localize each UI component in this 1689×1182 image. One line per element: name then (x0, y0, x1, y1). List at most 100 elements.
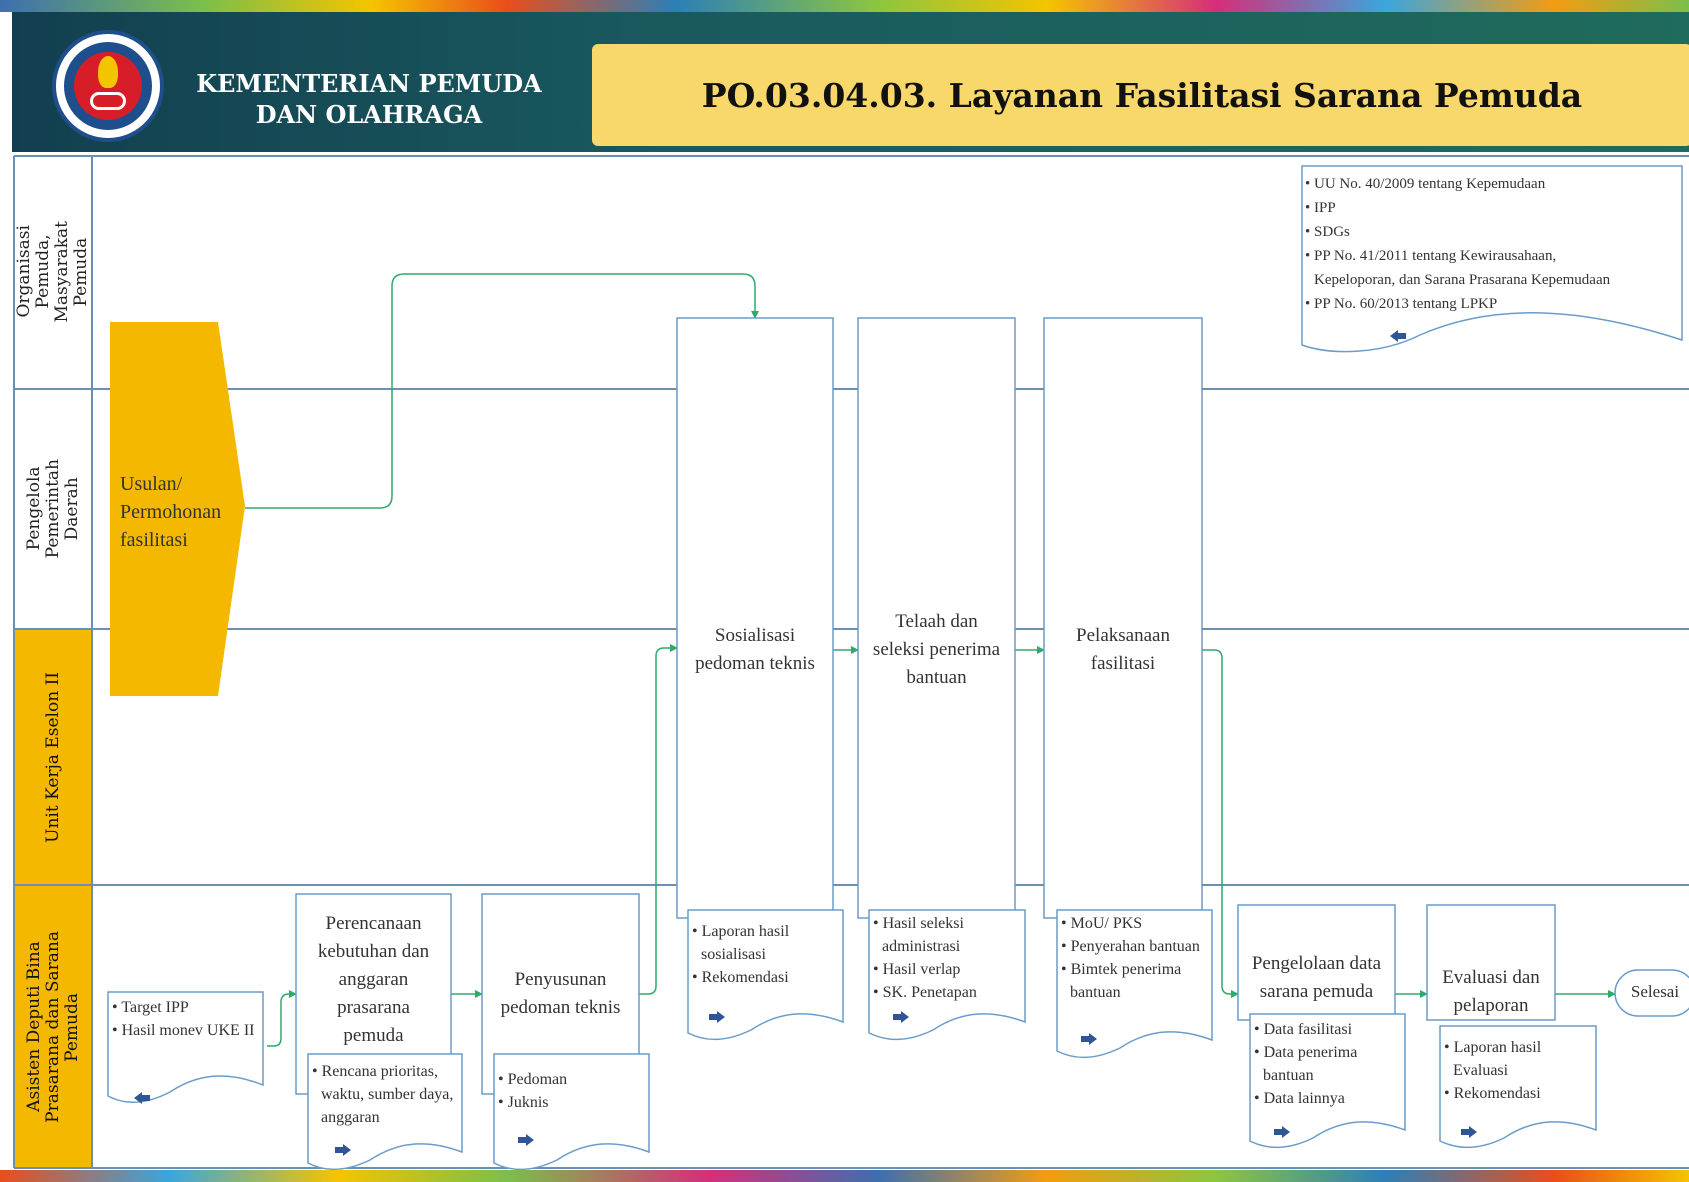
top-color-stripe (0, 0, 1689, 12)
ministry-logo (52, 30, 164, 142)
doc-rencana-text: • Rencana prioritas, waktu, sumber daya,… (312, 1063, 454, 1126)
doc-rencana (307, 1053, 463, 1171)
label-line: pemuda (343, 1025, 404, 1046)
arrow-right-icon (1461, 1126, 1477, 1138)
process-pelaksanaan (1043, 317, 1203, 919)
connectors (245, 273, 1616, 1047)
arrow-left-icon (1390, 330, 1406, 342)
ministry-name: KEMENTERIAN PEMUDA DAN OLAHRAGA (184, 68, 554, 130)
document-shapes (107, 165, 1683, 1171)
ministry-name-line1: KEMENTERIAN PEMUDA (196, 69, 542, 98)
doc-item: Juknis (507, 1094, 549, 1111)
label-line: seleksi penerima (872, 639, 1001, 660)
doc-item: PP No. 41/2011 tentang Kewirausahaan, (1314, 248, 1557, 264)
start-label-line: fasilitasi (120, 529, 188, 551)
page-title: PO.03.04.03. Layanan Fasilitasi Sarana P… (701, 75, 1583, 115)
doc-item: UU No. 40/2009 tentang Kepemudaan (1314, 176, 1546, 192)
arrow-right-icon (518, 1134, 534, 1146)
process-penyusunan-label: Penyusunan pedoman teknis (482, 966, 639, 1022)
label-line: pedoman teknis (695, 653, 815, 674)
doc-laporan-evaluasi-text: • Laporan hasil Evaluasi • Rekomendasi (1444, 1039, 1542, 1102)
doc-item: Hasil verlap (882, 961, 961, 978)
doc-item: Penyerahan bantuan (1070, 938, 1200, 955)
flame-icon (98, 56, 118, 88)
doc-item: Data penerima bantuan (1263, 1044, 1358, 1084)
process-telaah-label: Telaah dan seleksi penerima bantuan (858, 608, 1015, 692)
doc-item: SDGs (1314, 224, 1350, 240)
arrow-right-icon (709, 1011, 725, 1023)
arrow-right-icon (1274, 1126, 1290, 1138)
arrow-right-icon (335, 1144, 351, 1156)
doc-item: Rekomendasi (1453, 1085, 1541, 1102)
doc-item: PP No. 60/2013 tentang LPKP (1314, 296, 1498, 312)
doc-item: SK. Penetapan (882, 984, 977, 1001)
doc-input-text: • Target IPP • Hasil monev UKE II (112, 999, 255, 1039)
label-line: Telaah dan (895, 611, 978, 632)
doc-item: Laporan hasil sosialisasi (701, 923, 790, 963)
doc-item: Data fasilitasi (1263, 1021, 1353, 1038)
lane-label-unit-kerja: Unit Kerja Eselon II (14, 630, 92, 884)
process-sosialisasi-label: Sosialisasi pedoman teknis (677, 622, 833, 678)
title-box: PO.03.04.03. Layanan Fasilitasi Sarana P… (592, 44, 1689, 146)
doc-input (107, 991, 264, 1104)
label-line: fasilitasi (1090, 653, 1156, 674)
process-telaah (857, 317, 1016, 919)
label-line: bantuan (906, 667, 967, 688)
doc-item: MoU/ PKS (1070, 915, 1143, 932)
doc-data-text: • Data fasilitasi • Data penerima bantua… (1254, 1021, 1358, 1107)
doc-hasil-seleksi (868, 909, 1026, 1041)
process-pelaksanaan-label: Pelaksanaan fasilitasi (1044, 622, 1202, 678)
process-sosialisasi (676, 317, 834, 919)
doc-item: Target IPP (121, 999, 189, 1016)
doc-arrows (134, 330, 1477, 1156)
doc-mou (1056, 909, 1213, 1059)
swimlane-grid (13, 155, 1689, 1169)
label-line: Penyusunan (514, 969, 607, 990)
label-line: Sosialisasi (714, 625, 796, 646)
doc-item: Rekomendasi (701, 969, 789, 986)
doc-laporan-sosialisasi (687, 909, 844, 1041)
doc-item: Kepeloporan, dan Sarana Prasarana Kepemu… (1314, 272, 1611, 288)
doc-laporan-sosialisasi-text: • Laporan hasil sosialisasi • Rekomendas… (692, 923, 790, 986)
arrow-left-icon (134, 1092, 150, 1104)
process-evaluasi-label: Evaluasi dan pelaporan (1427, 964, 1555, 1020)
start-label-line: Usulan/ (120, 473, 183, 495)
doc-item: Hasil monev UKE II (121, 1022, 255, 1039)
label-line: kebutuhan dan (317, 941, 430, 962)
process-boxes (295, 317, 1556, 1095)
label-line: prasarana (337, 997, 410, 1018)
label-line: Evaluasi dan (1442, 967, 1540, 988)
arrow-right-icon (893, 1011, 909, 1023)
doc-hasil-seleksi-text: • Hasil seleksi administrasi • Hasil ver… (873, 915, 977, 1001)
start-label-line: Permohonan (120, 501, 222, 523)
end-label: Selesai (1630, 982, 1680, 1001)
label-line: pelaporan (1453, 995, 1529, 1016)
process-evaluasi (1426, 904, 1556, 1021)
doc-mou-text: • MoU/ PKS • Penyerahan bantuan • Bimtek… (1061, 915, 1200, 1001)
arrow-right-icon (1081, 1033, 1097, 1045)
doc-item: IPP (1314, 200, 1336, 216)
process-perencanaan-label: Perencanaan kebutuhan dan anggaran prasa… (296, 910, 451, 1050)
label-line: pedoman teknis (500, 997, 621, 1018)
end-terminator (1614, 969, 1689, 1017)
label-line: Perencanaan (325, 913, 422, 934)
process-pengelolaan-label: Pengelolaan data sarana pemuda (1238, 950, 1395, 1006)
header-banner: KEMENTERIAN PEMUDA DAN OLAHRAGA PO.03.04… (12, 12, 1689, 152)
process-pengelolaan (1237, 904, 1396, 1021)
doc-item: Laporan hasil Evaluasi (1453, 1039, 1542, 1079)
doc-item: Data lainnya (1263, 1090, 1345, 1107)
start-shape (110, 322, 245, 696)
start-label: Usulan/ Permohonan fasilitasi (120, 470, 221, 554)
ministry-name-line2: DAN OLAHRAGA (255, 100, 483, 129)
label-line: sarana pemuda (1259, 981, 1374, 1002)
lane-label-asisten-deputi: Asisten Deputi Bina Prasarana dan Sarana… (14, 886, 92, 1168)
olympic-rings-icon (90, 92, 126, 110)
label-line: Pengelolaan data (1251, 953, 1382, 974)
doc-pedoman-text: • Pedoman • Juknis (498, 1071, 568, 1111)
label-line: anggaran (338, 969, 409, 990)
doc-regulasi-text: • UU No. 40/2009 tentang Kepemudaan • IP… (1305, 176, 1611, 312)
label-line: Pelaksanaan (1076, 625, 1170, 646)
doc-item: Rencana prioritas, waktu, sumber daya, a… (321, 1063, 454, 1126)
doc-laporan-evaluasi (1439, 1025, 1597, 1149)
